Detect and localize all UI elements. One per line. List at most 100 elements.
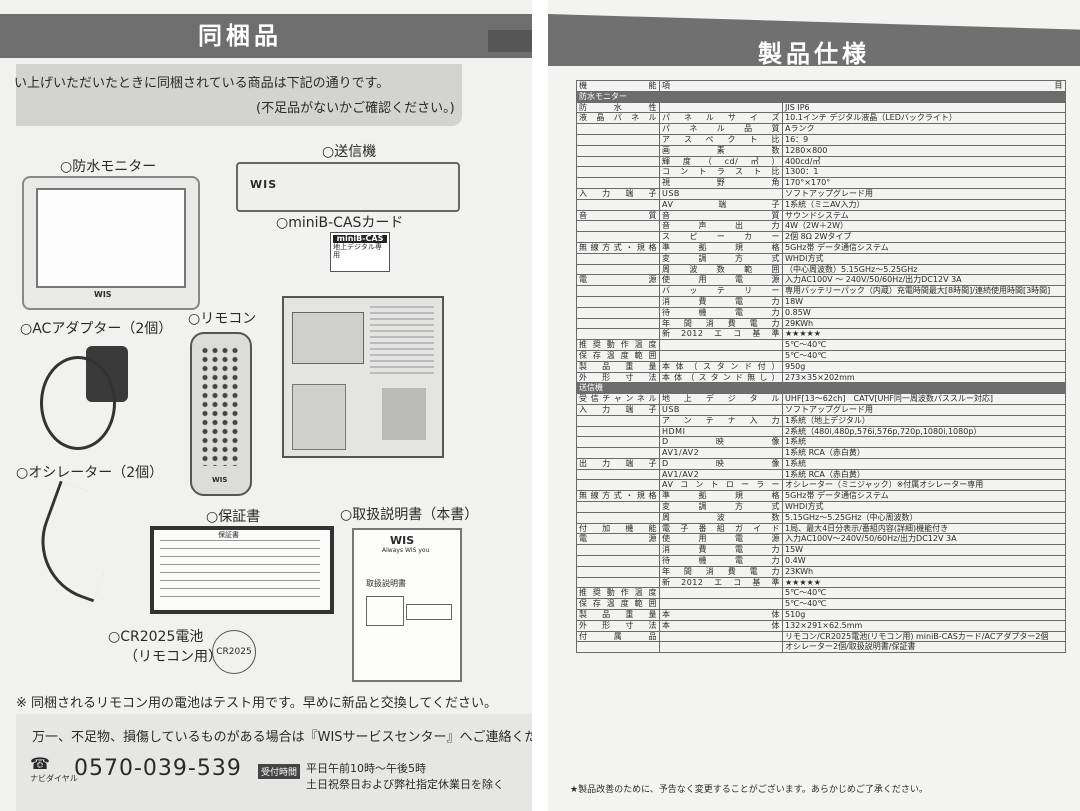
spec-category	[576, 198, 660, 211]
spec-item: 周波数	[659, 511, 783, 524]
spec-row: オシレーター2個/取扱説明書/保証書	[576, 641, 1066, 654]
spec-value: 170°×170°	[782, 177, 1066, 189]
spec-value: 510g	[782, 609, 1066, 621]
spec-value: 1系統	[782, 436, 1066, 449]
contact-box	[16, 714, 532, 811]
spec-value: ★★★★★	[782, 328, 1066, 341]
spec-category	[576, 263, 660, 276]
spec-item: 本体（スタンド無し）	[659, 371, 783, 384]
card-head: miniB-CAS	[333, 235, 387, 243]
spec-value: 1局、最大4日分表示/番組内容(詳細)機能付き	[782, 522, 1066, 535]
spec-category: 液晶パネル	[576, 112, 660, 125]
intro-text: い上げいただいたときに同梱されている商品は下記の通りです。	[14, 76, 390, 91]
spec-value: 0.85W	[782, 306, 1066, 319]
spec-value: 1系統（ミニAV入力）	[782, 198, 1066, 211]
spec-value: 入力AC100V～240V/50/60Hz/出力DC12V 3A	[782, 533, 1066, 546]
spec-item	[659, 349, 783, 362]
item-label-monitor: ○防水モニター	[60, 159, 157, 175]
item-label-transmitter: ○送信機	[322, 144, 377, 160]
spec-category: 電源	[576, 274, 660, 287]
transmitter-illustration: WIS	[236, 162, 460, 212]
spec-category: 入力端子	[576, 187, 660, 200]
card-sub: 地上デジタル専用	[333, 243, 382, 259]
item-label-warranty: ○保証書	[206, 509, 261, 525]
spec-row: AVコントローラーオシレーター（ミニジャック）※付属オシレーター専用	[576, 479, 1066, 492]
spec-item: 輝度（cd/㎡）	[659, 155, 783, 168]
spec-item: 地上デジタル	[659, 393, 783, 405]
spec-item: 周波数範囲	[659, 263, 783, 276]
spec-item: USB	[659, 187, 783, 200]
spec-category: 推奨動作温度	[576, 339, 660, 351]
spec-row: 新2012エコ基準★★★★★	[576, 328, 1066, 341]
spec-value: 1系統 RCA（赤白黄）	[782, 447, 1066, 459]
spec-value: 5℃～40℃	[782, 598, 1066, 611]
spec-category	[576, 306, 660, 319]
spec-category	[576, 511, 660, 524]
spec-header-item: 項 目	[659, 80, 1066, 92]
spec-category: 保存温度範囲	[576, 598, 660, 611]
spec-category	[576, 231, 660, 243]
monitor-screen	[36, 188, 186, 288]
spec-value: サウンドシステム	[782, 209, 1066, 222]
spec-item: バッテリー	[659, 285, 783, 297]
spec-item: D映像	[659, 436, 783, 449]
spec-category	[576, 425, 660, 438]
spec-item: 使用電源	[659, 274, 783, 287]
manual-tagline: Always WIS you	[382, 547, 430, 554]
spec-value: 10.1インチ デジタル液晶（LEDバックライト）	[782, 112, 1066, 125]
spec-row: 電源使用電源入力AC100V ～ 240V/50/60Hz/出力DC12V 3A	[576, 274, 1066, 287]
spec-item: 準拠規格	[659, 241, 783, 254]
remote-brand: WIS	[212, 476, 228, 484]
spec-category: 無線方式・規格	[576, 490, 660, 503]
spec-item: D映像	[659, 457, 783, 470]
spec-category	[576, 641, 660, 654]
spec-category: 推奨動作温度	[576, 587, 660, 600]
spec-category: 保存温度範囲	[576, 349, 660, 362]
spec-category: 付加機能	[576, 522, 660, 535]
spec-value: 1系統（地上デジタル）	[782, 414, 1066, 427]
spec-value: 専用バッテリーパック（内蔵）充電時間最大[8時間]/連続使用時間[3時間]	[782, 285, 1066, 297]
spec-category: 音質	[576, 209, 660, 222]
spec-category: 製品重量	[576, 609, 660, 621]
spec-item: 新2012エコ基準	[659, 328, 783, 341]
spec-value: ソフトアップグレード用	[782, 403, 1066, 416]
spec-value: 0.4W	[782, 555, 1066, 567]
spec-value: 5.15GHz～5.25GHz（中心周波数）	[782, 511, 1066, 524]
intro-note: (不足品がないかご確認ください。)	[256, 101, 455, 116]
spec-item: 待機電力	[659, 306, 783, 319]
spec-item: 画素数	[659, 144, 783, 157]
spec-item: AVコントローラー	[659, 479, 783, 492]
spec-value: UHF[13～62ch] CATV[UHF同一周波数パススルー対応]	[782, 393, 1066, 405]
spec-category: 電源	[576, 533, 660, 546]
spec-item: 本体	[659, 619, 783, 632]
warranty-head: 保証書	[218, 531, 239, 539]
spec-item: HDMI	[659, 425, 783, 438]
spec-value: 2個 8Ω 2Wタイプ	[782, 231, 1066, 243]
spec-value: 23KWh	[782, 565, 1066, 578]
spec-category	[576, 295, 660, 308]
spec-value: 29KWh	[782, 317, 1066, 330]
item-label-battery: ○CR2025電池	[108, 629, 204, 645]
spec-category: 製品重量	[576, 360, 660, 373]
